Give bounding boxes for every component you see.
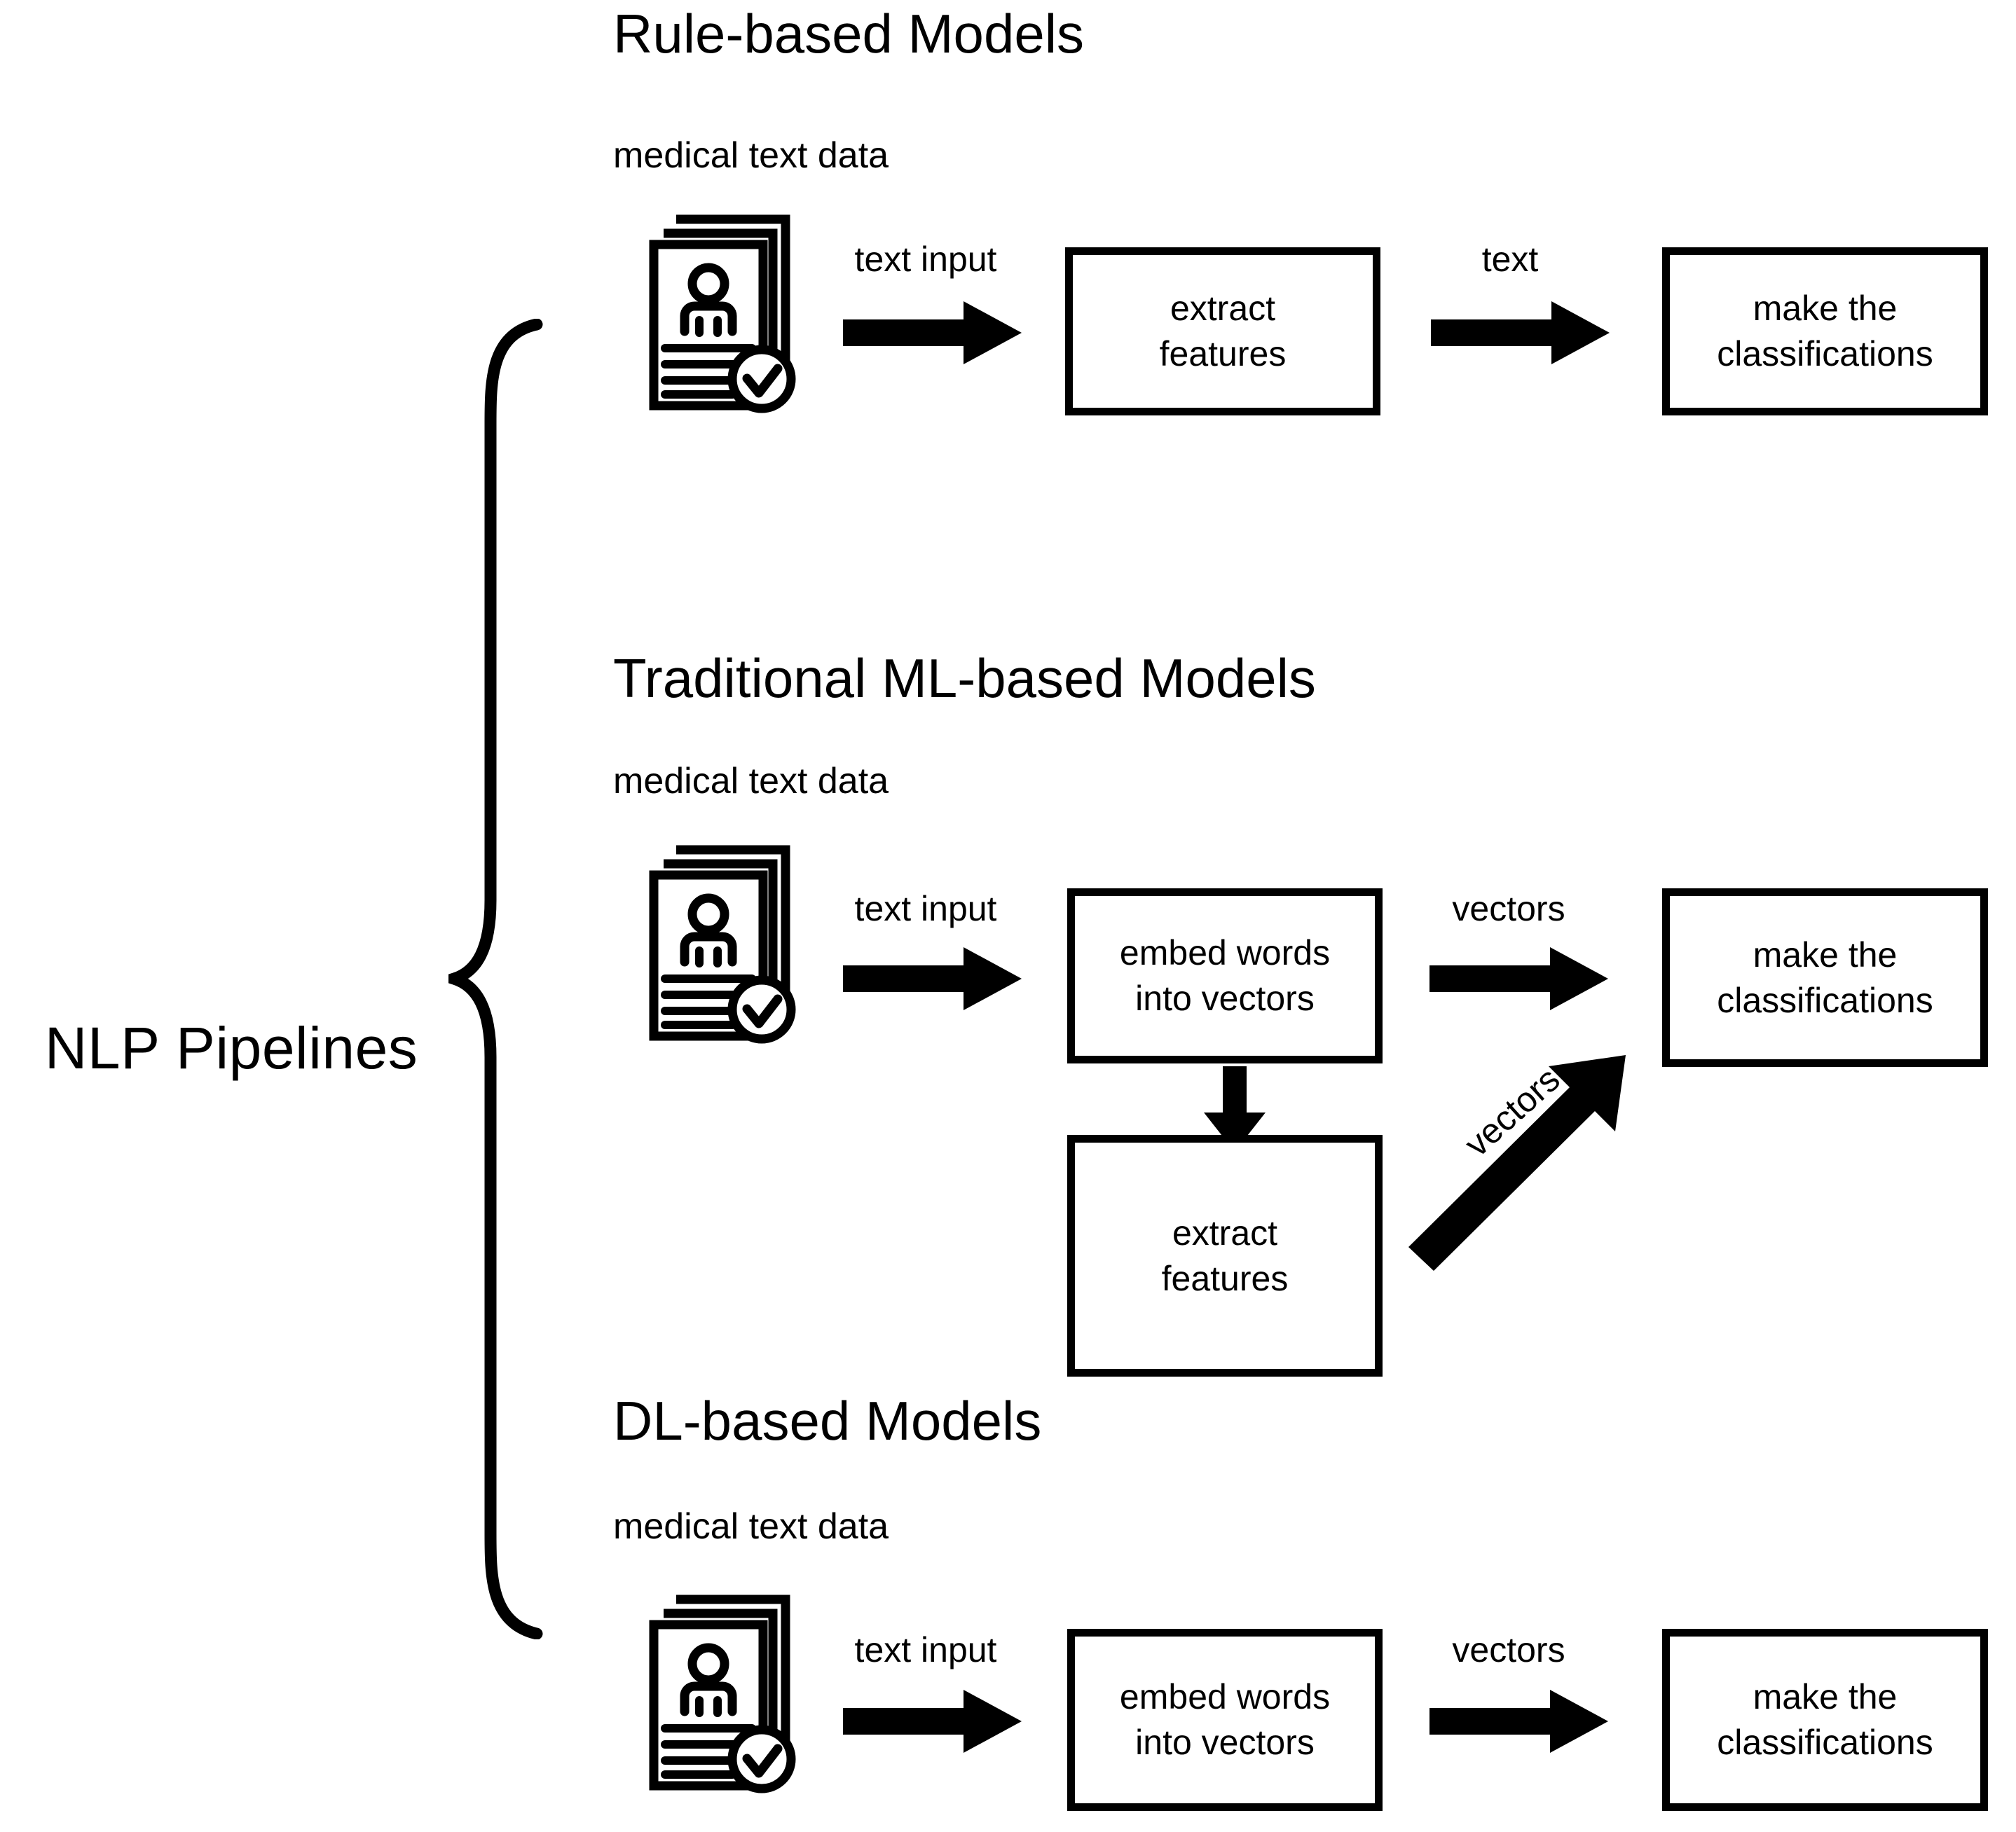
- arrow-down-icon: [1204, 1066, 1266, 1152]
- medical-document-verified-icon: [648, 1594, 816, 1797]
- arrow-label-vectors: vectors: [1452, 1630, 1565, 1669]
- box-line-2: features: [1159, 334, 1287, 373]
- box-make-classifications-traditional-ml[interactable]: make the classifications: [1662, 888, 1988, 1067]
- source-caption-dl-based: medical text data: [613, 1506, 889, 1547]
- section-title-rule-based: Rule-based Models: [613, 3, 1085, 64]
- source-caption-traditional-ml: medical text data: [613, 761, 889, 801]
- arrow-right-icon: [843, 947, 1022, 1010]
- box-make-classifications-dl-based[interactable]: make the classifications: [1662, 1629, 1988, 1811]
- box-extract-features-rule-based[interactable]: extract features: [1065, 247, 1380, 415]
- arrow-right-icon: [843, 1690, 1022, 1753]
- box-line-1: embed words: [1119, 1677, 1331, 1716]
- arrow-right-icon: [1429, 1690, 1608, 1753]
- box-line-1: extract: [1172, 1213, 1278, 1253]
- medical-document-verified-icon: [648, 214, 816, 417]
- box-embed-words-dl-based[interactable]: embed words into vectors: [1067, 1629, 1383, 1811]
- box-line-2: features: [1161, 1258, 1289, 1298]
- box-line-1: make the: [1753, 289, 1898, 328]
- box-line-2: classifications: [1717, 1723, 1933, 1762]
- arrow-diagonal-up-right-icon: [1401, 1037, 1682, 1303]
- section-title-traditional-ml: Traditional ML-based Models: [613, 647, 1316, 709]
- box-extract-features-traditional-ml[interactable]: extract features: [1067, 1135, 1383, 1377]
- section-title-dl-based: DL-based Models: [613, 1390, 1042, 1452]
- box-line-2: classifications: [1717, 334, 1933, 373]
- box-line-1: make the: [1753, 1677, 1898, 1716]
- box-line-1: embed words: [1119, 933, 1331, 972]
- box-line-1: extract: [1170, 289, 1276, 328]
- box-make-classifications-rule-based[interactable]: make the classifications: [1662, 247, 1988, 415]
- arrow-right-icon: [1429, 947, 1608, 1010]
- arrow-label-text: text: [1481, 240, 1539, 279]
- medical-document-verified-icon: [648, 844, 816, 1047]
- arrow-label-text-input: text input: [854, 889, 997, 928]
- box-line-1: make the: [1753, 935, 1898, 974]
- arrow-right-icon: [1431, 301, 1610, 364]
- arrow-right-icon: [843, 301, 1022, 364]
- group-label: NLP Pipelines: [44, 1015, 418, 1081]
- box-line-2: classifications: [1717, 980, 1933, 1020]
- box-embed-words-traditional-ml[interactable]: embed words into vectors: [1067, 888, 1383, 1063]
- box-line-2: into vectors: [1135, 1723, 1315, 1762]
- arrow-label-text-input: text input: [854, 240, 997, 279]
- source-caption-rule-based: medical text data: [613, 135, 889, 176]
- arrow-label-text-input: text input: [854, 1630, 997, 1669]
- curly-brace-right-icon: [448, 319, 547, 1639]
- arrow-label-vectors: vectors: [1452, 889, 1565, 928]
- box-line-2: into vectors: [1135, 979, 1315, 1018]
